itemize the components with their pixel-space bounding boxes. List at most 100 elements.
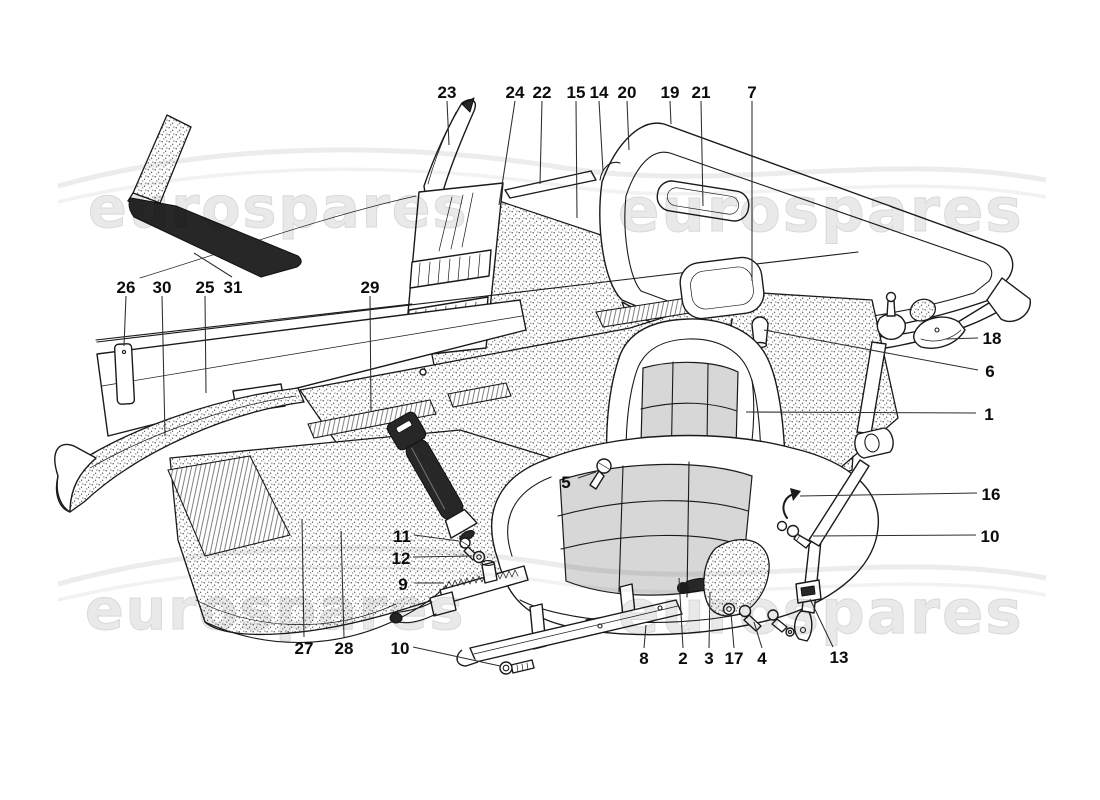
mat-backing-edge <box>204 585 447 643</box>
rail-8-end-foot <box>456 649 479 667</box>
part-number-12: 12 <box>392 549 411 568</box>
part-number-6: 6 <box>985 362 994 381</box>
pocket-panel-creases <box>438 192 474 252</box>
watermark-text-bottom-right: eurospares <box>618 577 1024 648</box>
pillar-trim-body <box>423 99 476 201</box>
part-number-19: 19 <box>661 83 680 102</box>
screw-5-shaft <box>589 470 605 490</box>
seat-belt-assembly <box>782 291 906 547</box>
belt-roller-face <box>864 433 880 453</box>
belt-anchor-foot <box>794 610 813 642</box>
belt-upper-bolt-shaft <box>886 300 896 317</box>
part-number-5: 5 <box>561 473 570 492</box>
leader-line-5 <box>577 471 597 479</box>
leader-line-14 <box>598 100 604 172</box>
cushion-quilt-seams-h <box>557 500 749 550</box>
leader-line-3 <box>708 591 711 649</box>
washer-4b-hole <box>787 629 793 635</box>
part-number-14: 14 <box>590 83 609 102</box>
part-number-10: 10 <box>391 639 410 658</box>
leader-line-11 <box>413 534 460 542</box>
slide-rails <box>456 583 683 667</box>
bolt-10l-head <box>499 661 513 675</box>
cushion-bolster-seam <box>507 476 552 557</box>
leader-line-18 <box>944 337 979 340</box>
trim-tag-body <box>113 343 136 405</box>
belt-cover-hole <box>934 327 940 333</box>
belt-anchor-hole <box>799 626 807 634</box>
leader-line-23 <box>446 100 450 146</box>
cap-plug <box>909 298 936 322</box>
screw-11-head <box>459 537 471 549</box>
washer-10r-ring <box>776 520 788 532</box>
leader-line-2 <box>678 577 684 649</box>
watermark-text-top-right: eurospares <box>618 175 1024 246</box>
part-number-3: 3 <box>704 649 713 668</box>
part-number-18: 18 <box>983 329 1002 348</box>
leader-line-29 <box>369 295 372 413</box>
bolt-10r-head <box>786 524 800 538</box>
pillar-trim <box>423 97 476 201</box>
kick-panel-flap <box>128 197 302 278</box>
part-number-24: 24 <box>506 83 525 102</box>
wall-base-line <box>95 303 413 341</box>
screw-11-slot <box>460 540 470 547</box>
washer-17-hole <box>726 606 732 612</box>
bolt-4b <box>767 609 795 637</box>
screw-5-slot <box>598 462 610 470</box>
part-number-25: 25 <box>196 278 215 297</box>
pocket-upper-gathers <box>417 253 481 287</box>
part-number-16: 16 <box>982 485 1001 504</box>
part-number-7: 7 <box>747 83 756 102</box>
rail-9-foot <box>389 612 403 624</box>
pocket-upper <box>409 249 492 289</box>
belt-cover-crease <box>920 329 962 342</box>
leader-line-27 <box>301 518 305 638</box>
bolt-4b-shaft <box>771 618 788 633</box>
watermark-text-top-left: eurospares <box>88 175 468 241</box>
rail-8-body <box>469 599 683 663</box>
buckle-slot <box>395 420 413 433</box>
washer-17 <box>722 602 736 616</box>
rail-8-rivet-1 <box>597 623 603 629</box>
leader-line-10 <box>412 646 501 667</box>
part-number-9: 9 <box>398 575 407 594</box>
pillar-trim-tip <box>461 97 475 113</box>
belt-strap-lower <box>808 459 870 547</box>
guide-bush-body <box>751 316 769 345</box>
part-number-10: 10 <box>981 527 1000 546</box>
leader-line-30 <box>161 295 166 437</box>
washer-4b-ring <box>785 627 795 637</box>
part-number-26: 26 <box>117 278 136 297</box>
part-number-31: 31 <box>224 278 243 297</box>
pillar-trim-edge <box>427 111 457 185</box>
mat-binding-line <box>195 599 397 625</box>
shelf-corner-bracket <box>599 161 621 181</box>
part-number-15: 15 <box>567 83 586 102</box>
watermark-swoosh-bottom-1 <box>57 545 1047 587</box>
front-mat-heel-window <box>167 455 291 557</box>
shelf-end-cap <box>986 277 1031 323</box>
interior-drawing: 2324221514201921726302531291861161051112… <box>54 83 1031 675</box>
leader-line-31 <box>193 252 233 278</box>
leader-line-21 <box>700 100 704 207</box>
trim-tag-hole <box>121 349 127 355</box>
belt-cover-body <box>913 316 966 349</box>
part-number-4: 4 <box>757 649 767 668</box>
leader-line-1 <box>745 411 977 414</box>
part-number-29: 29 <box>361 278 380 297</box>
rotation-arrowhead <box>790 488 801 501</box>
sill-garnish <box>54 387 305 513</box>
rail-9-bracket <box>429 591 457 617</box>
belt-upper-bolt-head <box>885 291 897 303</box>
bolt-4-slot <box>746 612 752 619</box>
spacer-12-body <box>481 561 498 584</box>
leader-line-24 <box>498 100 516 206</box>
part-number-23: 23 <box>438 83 457 102</box>
rail-8-rivet-2 <box>657 605 663 611</box>
side-shield-panel <box>677 539 770 617</box>
screw-5 <box>589 458 612 490</box>
